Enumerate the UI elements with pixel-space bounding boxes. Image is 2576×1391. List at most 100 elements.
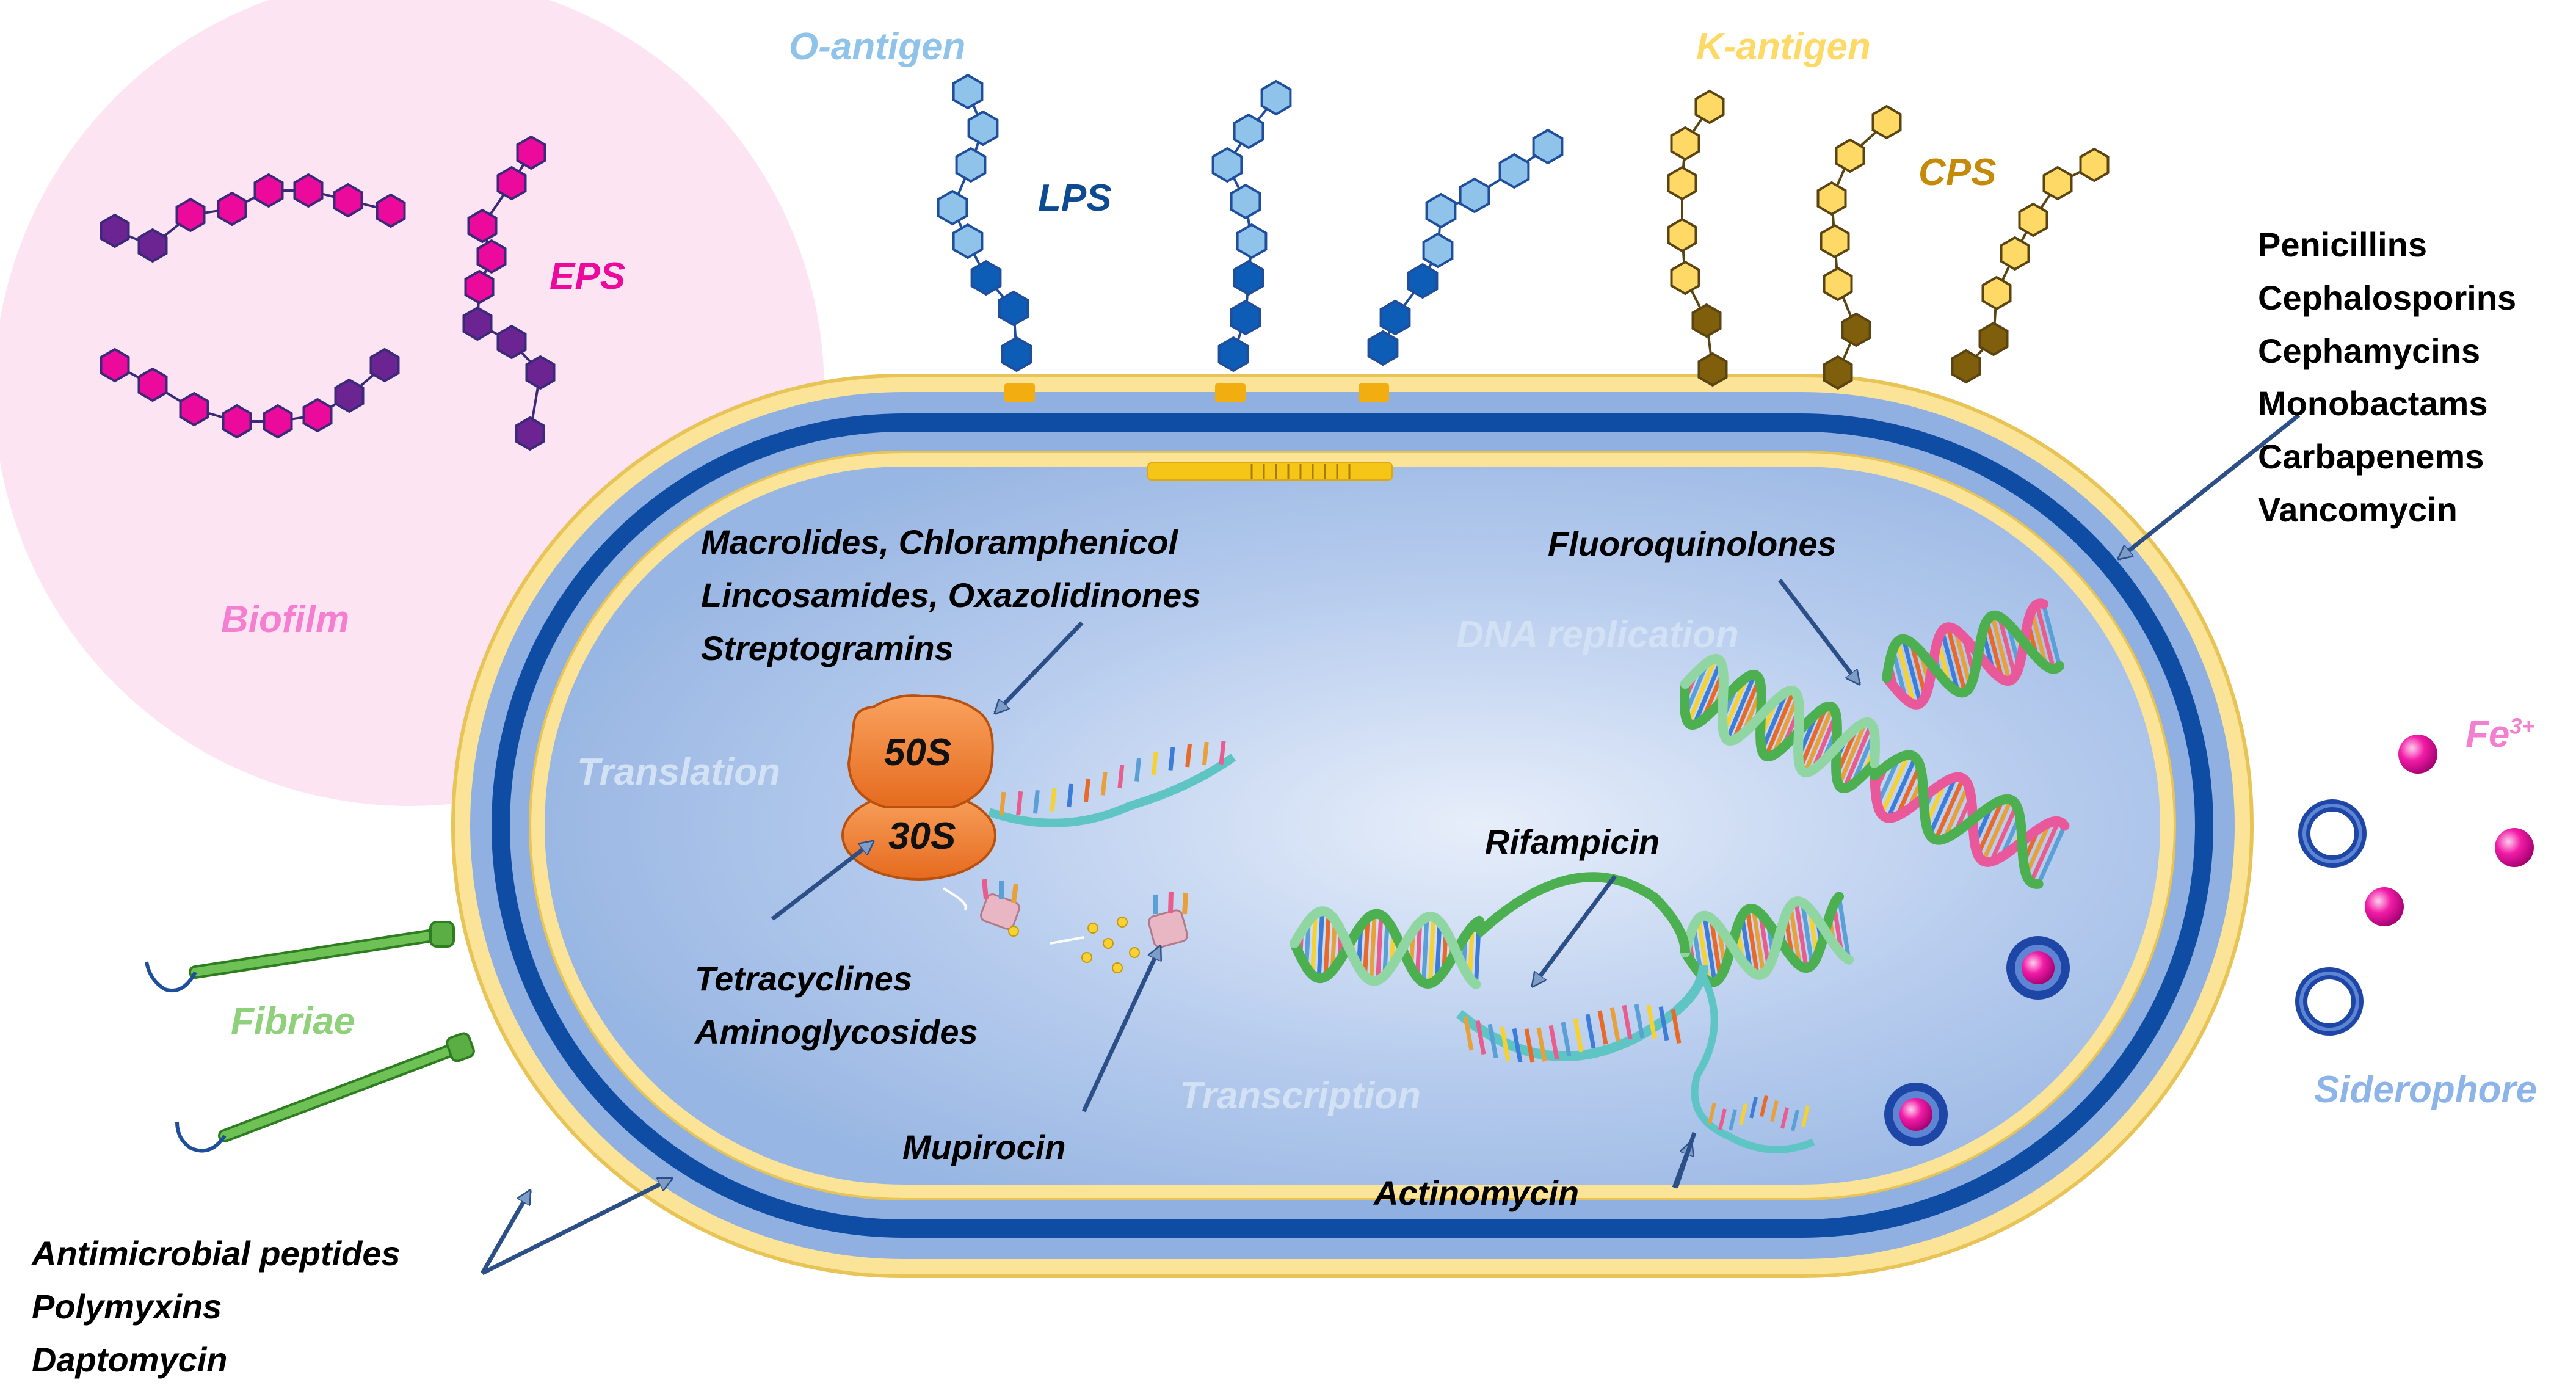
lps-sugar: [1262, 81, 1291, 114]
eps-sugar: [335, 184, 362, 216]
ribosome-30s-drugs: Tetracyclines Aminoglycosides: [695, 953, 978, 1059]
eps-sugar: [498, 167, 526, 199]
fe-symbol: Fe: [2465, 713, 2509, 755]
lps-sugar: [1534, 130, 1562, 163]
drug-name: Polymyxins: [32, 1280, 401, 1334]
iron-ion: [2495, 828, 2534, 867]
transcription-label: Transcription: [1180, 1075, 1421, 1117]
siderophore-iron-complex: [2006, 936, 2070, 1000]
eps-sugar: [466, 271, 493, 303]
cell-wall-drugs: Penicillins Cephalosporins Cephamycins M…: [2258, 219, 2516, 537]
membrane-drugs: Antimicrobial peptides Polymyxins Daptom…: [32, 1227, 401, 1386]
drug-name: Aminoglycosides: [695, 1006, 978, 1059]
eps-sugar: [139, 230, 167, 261]
eps-sugar: [255, 175, 283, 206]
ribosome-50s-drugs: Macrolides, Chloramphenicol Lincosamides…: [701, 516, 1200, 675]
eps-sugar: [377, 195, 405, 227]
lps-anchor: [1215, 383, 1246, 402]
lps-chain: [1369, 130, 1562, 365]
lps-sugar: [1232, 185, 1260, 218]
fe3-label: Fe3+: [2465, 713, 2534, 755]
capsule-sugar: [1672, 262, 1699, 294]
ribosome-30s-label: 30S: [888, 815, 956, 857]
drug-name: Macrolides, Chloramphenicol: [701, 516, 1200, 569]
trna-drug: Mupirocin: [902, 1128, 1066, 1167]
eps-sugar: [478, 241, 506, 272]
eps-sugar: [336, 380, 363, 412]
drug-name: Cephamycins: [2258, 325, 2516, 378]
siderophore: [2304, 805, 2360, 862]
capsule-sugar: [2001, 238, 2029, 269]
eps-sugar: [101, 215, 129, 247]
siderophore-label: Siderophore: [2314, 1069, 2537, 1111]
porin-channel: [1148, 463, 1392, 480]
capsule-sugar: [1873, 106, 1901, 138]
capsule-sugar: [1699, 354, 1727, 385]
fe-charge: 3+: [2509, 713, 2534, 738]
lps-anchor: [1004, 383, 1035, 402]
capsule-sugar: [1824, 268, 1852, 300]
eps-sugar: [264, 405, 292, 437]
lps-anchor: [1359, 383, 1389, 402]
siderophore: [2301, 973, 2357, 1030]
lps-sugar: [1500, 154, 1529, 187]
lps-sugar: [1000, 292, 1028, 325]
translation-label: Translation: [577, 751, 780, 793]
drug-name: Vancomycin: [2258, 484, 2516, 537]
lps-label: LPS: [1038, 177, 1112, 219]
drug-name: Tetracyclines: [695, 953, 978, 1006]
eps-sugar: [219, 193, 246, 225]
lps-sugar: [938, 191, 967, 224]
siderophore-iron-complex: [1884, 1083, 1948, 1146]
drug-name: Monobactams: [2258, 377, 2516, 430]
capsule-sugar: [1669, 219, 1696, 251]
biofilm-label: Biofilm: [221, 598, 349, 641]
capsule-sugar: [1818, 183, 1846, 214]
capsule-sugar: [1983, 277, 2011, 309]
lps-sugar: [972, 261, 1001, 294]
ribosome-50s-label: 50S: [884, 732, 951, 774]
lps-sugar: [1409, 264, 1437, 297]
lps-sugar: [957, 148, 985, 181]
lps-sugar: [1232, 301, 1260, 334]
capsule-sugar: [2081, 149, 2108, 181]
eps-label: EPS: [550, 255, 625, 297]
eps-sugar: [518, 137, 545, 169]
eps-sugar: [469, 210, 496, 242]
transcription-drug: Actinomycin: [1374, 1174, 1579, 1213]
capsule-sugar: [1953, 350, 1980, 382]
drug-name: Penicillins: [2258, 219, 2516, 272]
lps-sugar: [1424, 234, 1453, 267]
dna-replication-label: DNA replication: [1456, 614, 1739, 656]
eps-sugar: [304, 399, 332, 431]
drug-name: Daptomycin: [32, 1334, 401, 1387]
rna-polymerase-drug: Rifampicin: [1485, 823, 1660, 862]
eps-sugar: [139, 369, 167, 401]
capsule-sugar: [1837, 140, 1864, 172]
capsule-sugar: [1821, 225, 1849, 257]
capsule-chain: [1669, 91, 1727, 385]
capsule-sugar: [1672, 128, 1699, 159]
cps-label: CPS: [1918, 151, 1996, 194]
drug-name: Lincosamides, Oxazolidinones: [701, 569, 1200, 622]
eps-sugar: [177, 199, 205, 231]
lps-sugar: [1427, 194, 1456, 227]
capsule-sugar: [1693, 305, 1721, 336]
lps-sugar: [1219, 338, 1248, 371]
eps-sugar: [101, 349, 129, 381]
capsule-sugar: [1696, 91, 1724, 123]
iron-ion: [2365, 887, 2404, 926]
capsule-sugar: [2020, 204, 2047, 236]
lps-chain: [938, 75, 1031, 371]
capsule-sugar: [1980, 323, 2008, 355]
eps-sugar: [223, 405, 251, 437]
drug-name: Carbapenems: [2258, 430, 2516, 484]
lps-sugar: [1235, 115, 1263, 148]
capsule-chain: [1818, 106, 1901, 388]
lps-sugar: [1238, 225, 1266, 258]
capsule-sugar: [1824, 357, 1852, 388]
lps-chain: [1213, 81, 1291, 371]
fibria: [147, 922, 454, 990]
dna-drug: Fluoroquinolones: [1548, 525, 1837, 564]
